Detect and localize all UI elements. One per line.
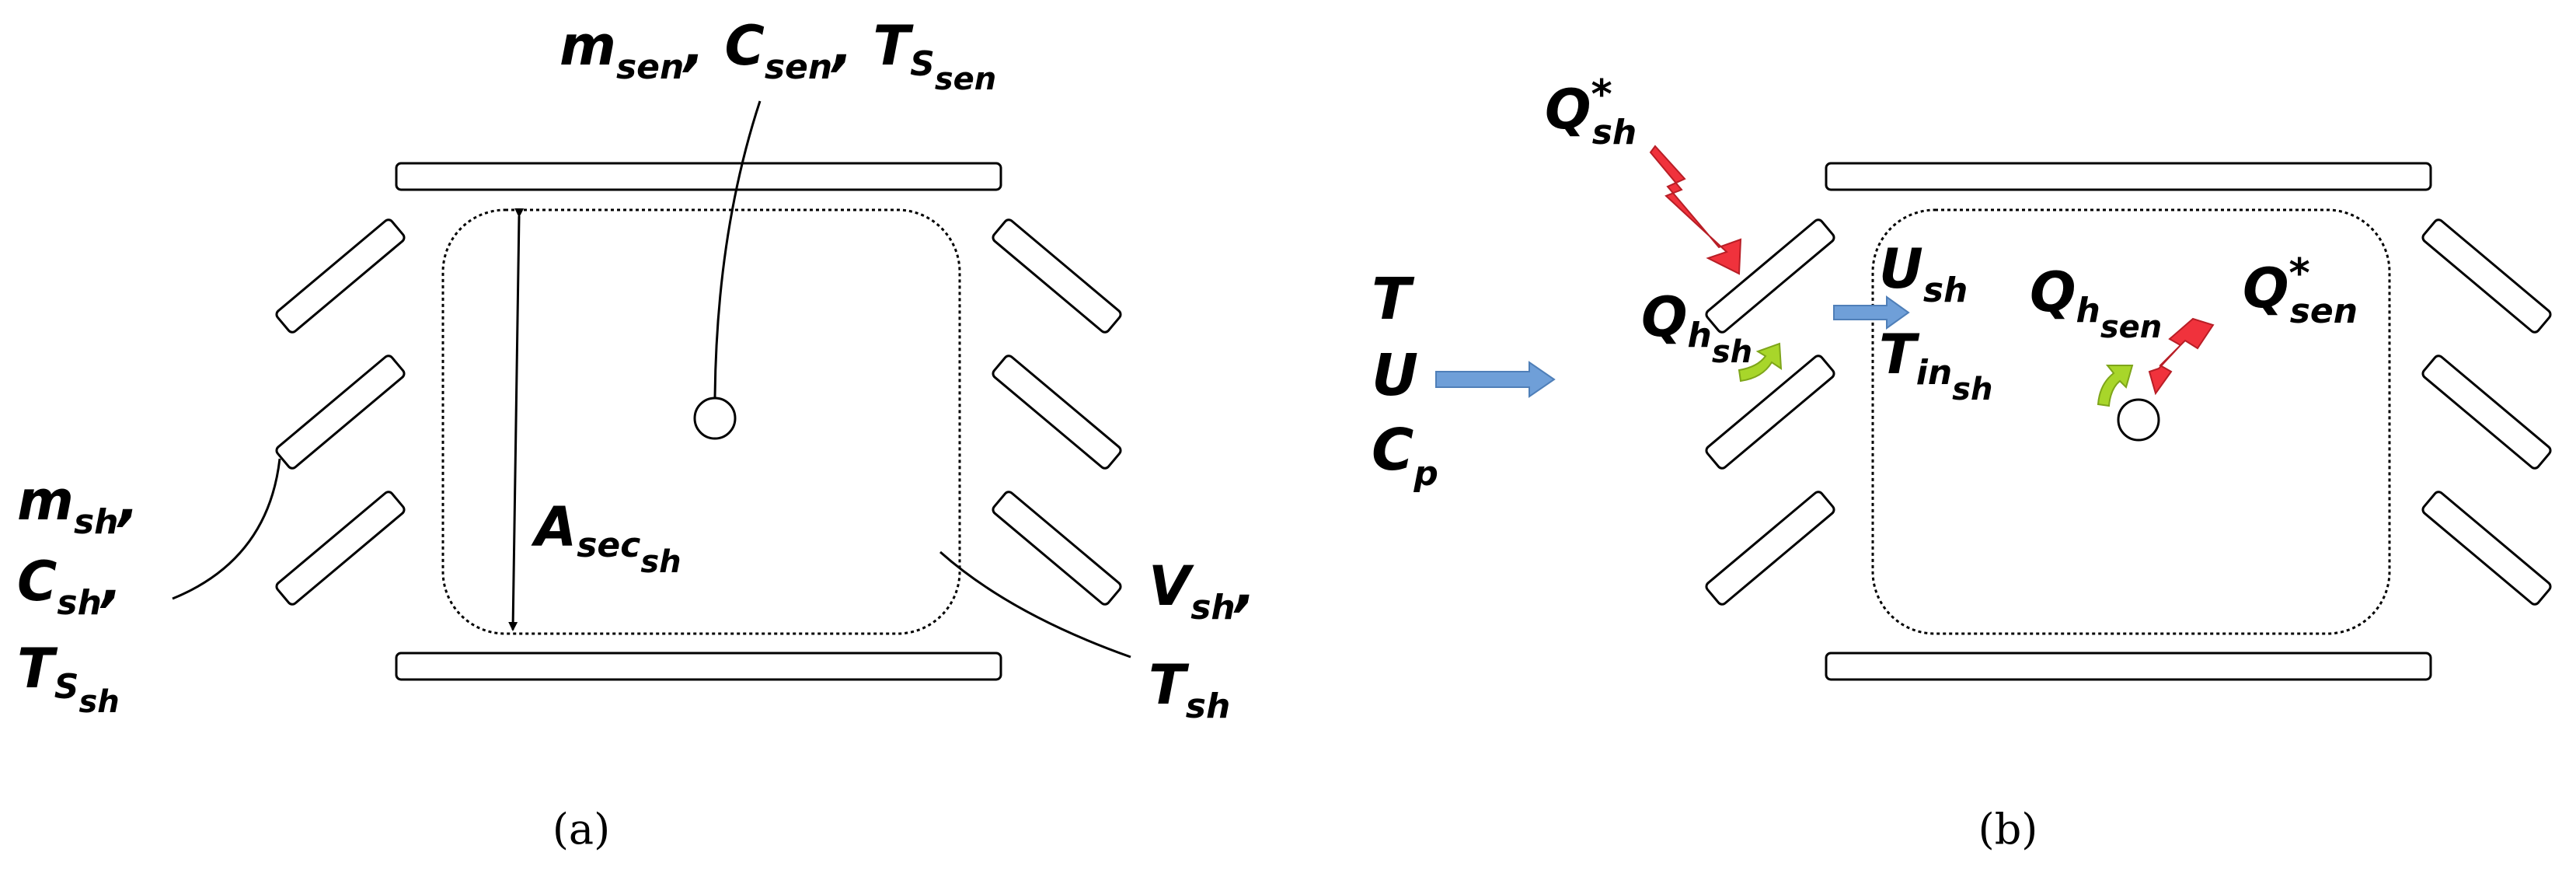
inner-volume-outline-b: [1871, 208, 2391, 635]
left-louver-b-3: [1705, 491, 1835, 606]
right-louver-b-2: [2421, 355, 2552, 470]
left-louver-3: [275, 491, 406, 606]
panel-b: T U Cp Q*sh Qhsh Ush Tinsh Qhsen Q*sen (…: [1372, 72, 2552, 854]
sensor-convection-label: Qhsen: [2030, 260, 2162, 345]
shield-mass-label: msh,: [17, 469, 139, 542]
left-louver-b-2: [1705, 355, 1835, 470]
caption-b: (b): [1978, 805, 2038, 854]
left-louver-b-1: [1705, 218, 1835, 334]
left-louver-2: [275, 355, 406, 470]
inner-volume-outline: [441, 208, 961, 635]
shield-air-temperature-label: Tsh: [1149, 653, 1230, 726]
shield-convection-label: Qhsh: [1641, 285, 1752, 370]
right-louver-b-3: [2421, 491, 2552, 606]
volume-leader-line: [939, 550, 1131, 659]
sensor-leader-line: [713, 100, 762, 399]
sensor-convection-arrow: [2097, 365, 2134, 407]
inflow-arrow: [1435, 361, 1556, 398]
sensor-circle: [693, 397, 737, 440]
shield-surface-temperature-label: TSsh: [17, 637, 120, 720]
bottom-plate: [395, 652, 1002, 681]
caption-a: (a): [552, 805, 610, 854]
shield-inner-velocity-label: Ush: [1879, 237, 1968, 310]
section-dimension-arrow: [508, 208, 525, 631]
sensor-properties-label: msen, Csen, TSsen: [559, 14, 996, 97]
right-louver-3: [992, 491, 1122, 606]
sensor-radiation-label: Q*sen: [2243, 250, 2358, 331]
right-louver-2: [992, 355, 1122, 470]
top-plate: [395, 162, 1002, 191]
shield-radiation-label: Q*sh: [1545, 72, 1637, 152]
right-louver-1: [992, 218, 1122, 334]
section-area-label: Asecsh: [531, 495, 681, 580]
top-plate-b: [1825, 162, 2432, 191]
shield-volume-label: Vsh,: [1149, 554, 1256, 627]
bottom-plate-b: [1825, 652, 2432, 681]
inner-flow-arrow: [1833, 295, 1910, 330]
panel-a: msen, Csen, TSsen msh, Csh, TSsh Asecsh …: [17, 14, 1256, 854]
right-louver-b-1: [2421, 218, 2552, 334]
ambient-wind-speed-label: U: [1372, 342, 1418, 409]
shield-inner-temperature-label: Tinsh: [1879, 323, 1992, 407]
ambient-temperature-label: T: [1372, 266, 1415, 333]
shield-radiation-bolt: [1649, 145, 1742, 275]
left-louver-1: [275, 218, 406, 334]
sensor-radiation-bolt: [2148, 317, 2215, 396]
sensor-circle-b: [2117, 398, 2160, 442]
shield-heat-capacity-label: Csh,: [17, 550, 122, 623]
shield-leader-line: [172, 458, 281, 600]
ambient-heat-capacity-label: Cp: [1372, 417, 1438, 494]
shield-convection-arrow: [1738, 342, 1783, 383]
